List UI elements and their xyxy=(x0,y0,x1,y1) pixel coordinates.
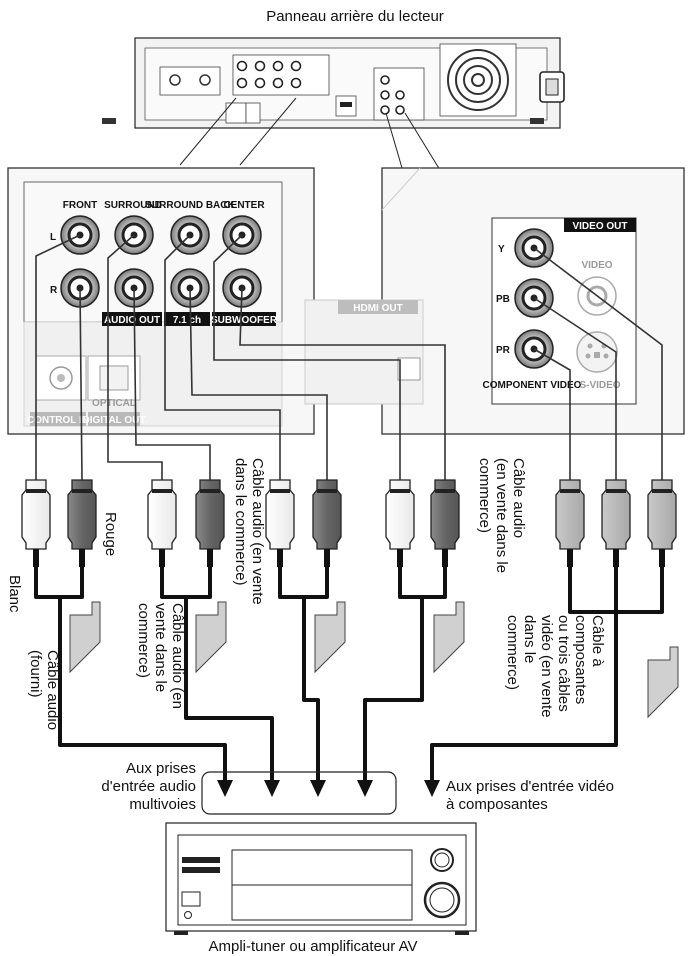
svg-text:(en vente dans le: (en vente dans le xyxy=(493,458,510,573)
svg-text:Câble audio (en vente: Câble audio (en vente xyxy=(249,458,266,605)
svg-text:Aux prises d'entrée vidéo: Aux prises d'entrée vidéo xyxy=(446,778,614,795)
label-l: L xyxy=(50,232,56,243)
label-cable-component: Câble à composantes ou trois câbles vidé… xyxy=(504,615,606,718)
zoom-callout-lines xyxy=(179,97,441,171)
svg-text:dans le commerce): dans le commerce) xyxy=(232,458,249,586)
label-control-in: CONTROL IN xyxy=(27,415,89,426)
svg-text:d'entrée audio: d'entrée audio xyxy=(101,778,196,795)
label-cable-commerce-1: Câble audio (en vente dans le commerce) xyxy=(135,603,186,709)
label-video-out: VIDEO OUT xyxy=(572,221,627,232)
audio-input-box xyxy=(201,771,397,815)
label-surround: SURROUND xyxy=(104,200,162,211)
svg-text:Aux prises: Aux prises xyxy=(126,760,196,777)
svg-text:Rouge: Rouge xyxy=(102,512,119,556)
svg-text:Câble audio (en: Câble audio (en xyxy=(169,603,186,709)
svg-text:Blanc: Blanc xyxy=(6,575,23,613)
label-subwoofer: SUBWOOFER xyxy=(211,315,278,326)
svg-text:commerce): commerce) xyxy=(135,603,152,678)
label-component-video: COMPONENT VIDEO xyxy=(483,380,582,391)
audio-out-panel: FRONT SURROUND SURROUND BACK CENTER L R … xyxy=(7,167,315,435)
plug-stripes xyxy=(26,489,672,493)
svg-text:vidéo (en vente: vidéo (en vente xyxy=(538,615,555,718)
svg-text:Câble audio: Câble audio xyxy=(44,650,61,730)
label-pr: PR xyxy=(496,345,511,356)
svg-text:commerce): commerce) xyxy=(504,615,521,690)
cable-wires xyxy=(35,234,663,481)
plug-tips xyxy=(33,549,665,567)
label-to-video: Aux prises d'entrée vidéo à composantes xyxy=(446,778,614,813)
label-r: R xyxy=(50,285,58,296)
svg-text:(fourni): (fourni) xyxy=(27,650,44,698)
label-y: Y xyxy=(498,244,505,255)
label-video: VIDEO xyxy=(581,260,612,271)
svg-text:vente dans le: vente dans le xyxy=(152,603,169,692)
label-front: FRONT xyxy=(63,200,97,211)
label-hdmi-out: HDMI OUT xyxy=(353,303,402,314)
label-cable-commerce-3: Câble audio (en vente dans le commerce) xyxy=(476,458,527,573)
label-receiver: Ampli-tuner ou amplificateur AV xyxy=(209,938,418,955)
svg-text:ou trois câbles: ou trois câbles xyxy=(555,615,572,712)
label-surround-back: SURROUND BACK xyxy=(145,200,235,211)
diagram-title: Panneau arrière du lecteur xyxy=(266,8,444,25)
label-to-audio: Aux prises d'entrée audio multivoies xyxy=(101,760,196,813)
svg-text:dans le: dans le xyxy=(521,615,538,663)
label-pb: PB xyxy=(496,294,510,305)
label-blanc: Blanc xyxy=(6,575,23,613)
svg-text:commerce): commerce) xyxy=(476,458,493,533)
cable-bundles xyxy=(34,567,664,780)
label-rouge: Rouge xyxy=(102,512,119,556)
svg-text:composantes: composantes xyxy=(572,615,589,704)
svg-text:Câble audio: Câble audio xyxy=(510,458,527,538)
svg-text:multivoies: multivoies xyxy=(129,796,196,813)
label-s-video: S-VIDEO xyxy=(579,380,620,391)
label-audio-out: AUDIO OUT xyxy=(104,315,160,326)
svg-text:Câble à: Câble à xyxy=(589,615,606,667)
video-out-panel: HDMI OUT VIDEO OUT Y PB PR VIDEO COMPONE… xyxy=(304,167,685,435)
arrowheads xyxy=(217,780,440,797)
label-center: CENTER xyxy=(223,200,265,211)
label-71ch: 7.1 ch xyxy=(173,315,201,326)
label-cable-fourni: Câble audio (fourni) xyxy=(27,650,61,730)
av-receiver xyxy=(165,822,477,935)
rca-plugs xyxy=(21,479,677,550)
player-rear-panel xyxy=(102,37,565,129)
direction-arrows xyxy=(69,601,679,719)
label-cable-commerce-2: Câble audio (en vente dans le commerce) xyxy=(232,458,266,605)
svg-text:à composantes: à composantes xyxy=(446,796,548,813)
label-optical: OPTICAL xyxy=(92,398,136,409)
label-digital-out: DIGITAL OUT xyxy=(83,415,146,426)
